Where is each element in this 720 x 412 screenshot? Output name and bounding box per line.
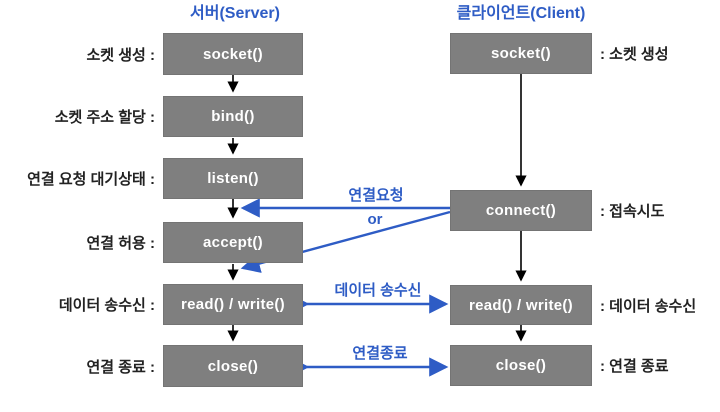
client-label-readwrite: : 데이터 송수신 [600,297,697,315]
server-label-listen: 연결 요청 대기상태 : [27,171,155,188]
client-column-title: 클라이언트(Client) [456,5,586,22]
client-box-readwrite: read() / write() [450,285,592,325]
client-label-connect: : 접속시도 [600,203,665,220]
server-label-accept: 연결 허용 : [86,235,155,252]
server-box-readwrite: read() / write() [163,284,303,325]
server-box-accept: accept() [163,222,303,263]
server-column-title: 서버(Server) [190,5,280,22]
server-label-socket: 소켓 생성 : [86,46,155,64]
server-box-socket: socket() [163,33,303,75]
annotation-connect-request: 연결요청 [348,187,404,204]
client-label-close: : 연결 종료 [600,358,669,375]
server-box-close: close() [163,345,303,387]
client-box-socket: socket() [450,33,592,74]
server-label-bind: 소켓 주소 할당 : [54,109,155,126]
client-label-socket: : 소켓 생성 [600,46,669,63]
server-label-readwrite: 데이터 송수신 : [58,297,155,314]
annotation-or: or [367,211,383,228]
server-box-listen: listen() [163,158,303,199]
client-box-connect: connect() [450,190,592,231]
server-label-close: 연결 종료 : [86,358,155,376]
client-box-close: close() [450,345,592,386]
annotation-data-transfer: 데이터 송수신 [334,282,422,299]
annotation-close-connection: 연결종료 [352,345,408,362]
server-box-bind: bind() [163,96,303,137]
